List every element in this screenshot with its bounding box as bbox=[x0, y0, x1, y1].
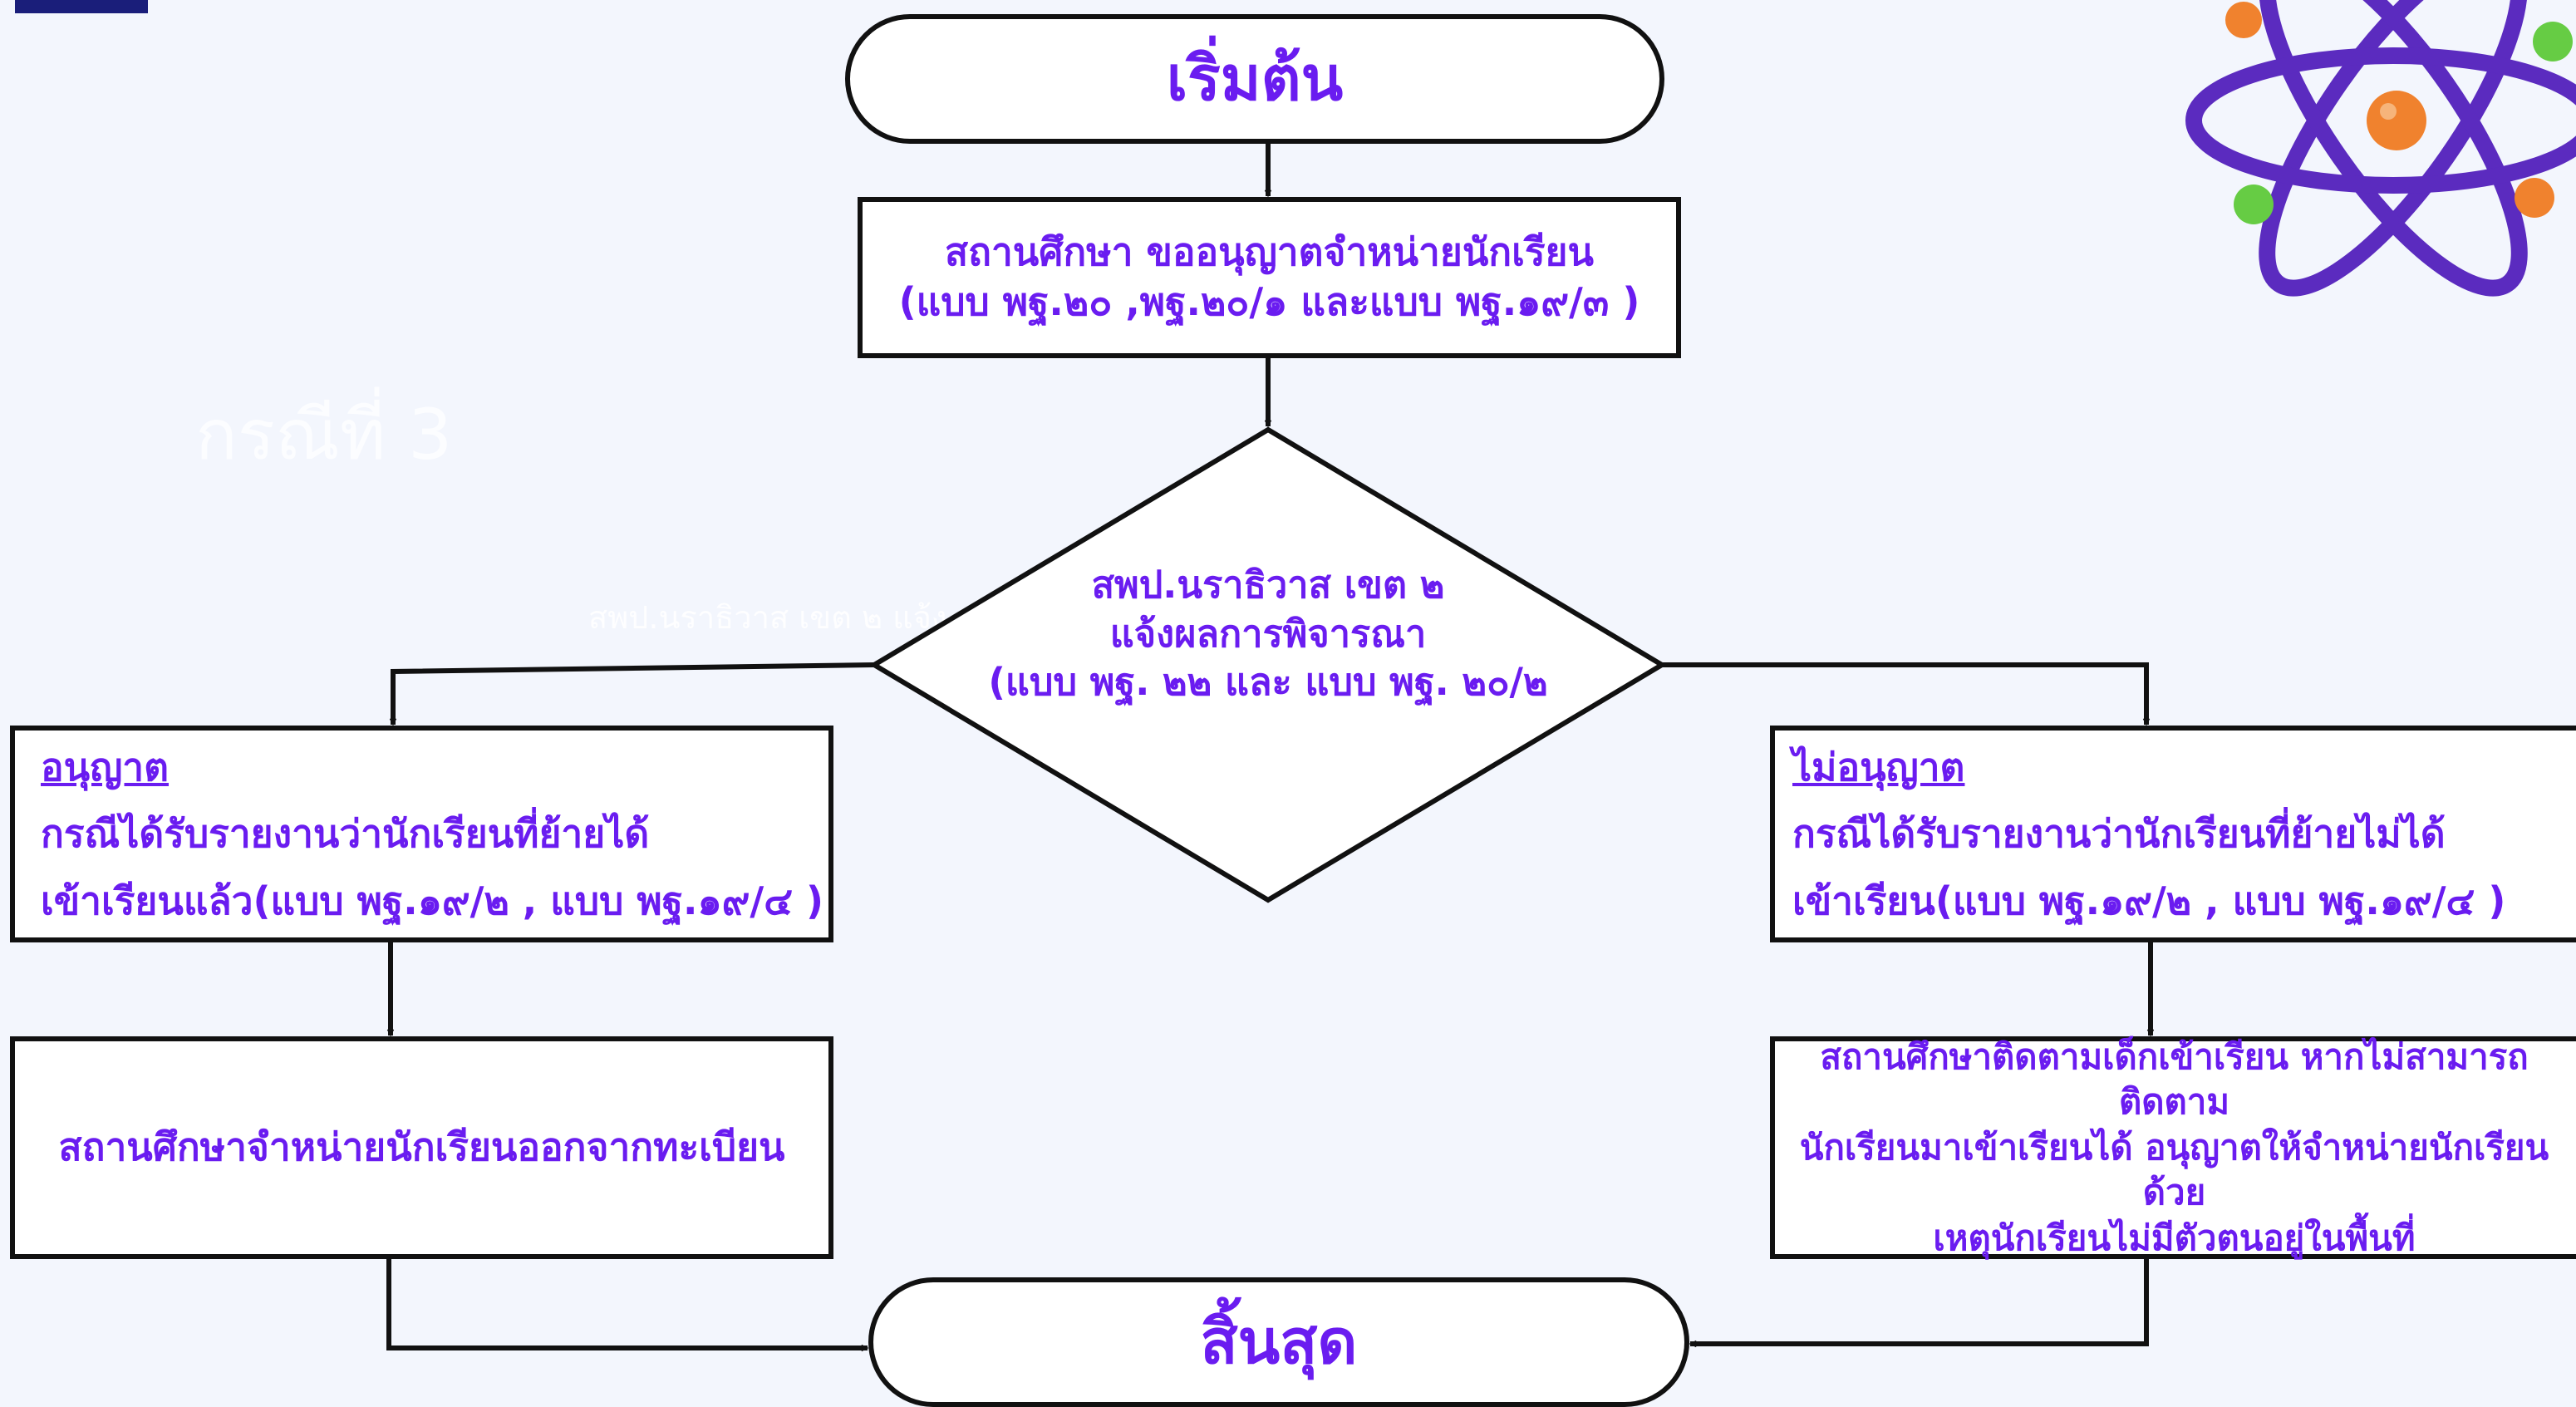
end-node: สิ้นสุด bbox=[871, 1280, 1687, 1405]
follow-up-line-1: สถานศึกษาติดตามเด็กเข้าเรียน หากไม่สามาร… bbox=[1820, 1036, 2529, 1123]
follow-up-line-2: นักเรียนมาเข้าเรียนได้ อนุญาตให้จำหน่ายน… bbox=[1799, 1126, 2549, 1213]
case-label-watermark: กรณีที่ 3 bbox=[195, 394, 453, 475]
connector-follow-up-to-end bbox=[1690, 1257, 2149, 1344]
approved-heading: อนุญาต bbox=[41, 744, 169, 790]
follow-up-process-shape bbox=[1770, 1036, 2576, 1259]
end-label: สิ้นสุด bbox=[1200, 1306, 1358, 1378]
not-approved-process-shape bbox=[1770, 726, 2576, 942]
follow-up-line-3: เหตุนักเรียนไม่มีตัวตนอยู่ในพื้นที่ bbox=[1933, 1217, 2416, 1258]
connector-decision-to-approved bbox=[393, 662, 875, 725]
not-approved-heading: ไม่อนุญาต bbox=[1792, 744, 1965, 790]
approved-line-1: กรณีได้รับรายงานว่านักเรียนที่ย้ายได้ bbox=[41, 811, 650, 857]
connector-decision-to-not-approved bbox=[1662, 662, 2146, 725]
start-node: เริ่มต้น bbox=[848, 17, 1662, 141]
decision-node: สพป.นราธิวาส เขต ๒ แจ้งผลการพิจารณา (แบบ… bbox=[936, 499, 1600, 748]
approved-node: อนุญาต กรณีได้รับรายงานว่านักเรียนที่ย้า… bbox=[12, 728, 831, 940]
follow-up-node: สถานศึกษาติดตามเด็กเข้าเรียน หากไม่สามาร… bbox=[1772, 1036, 2576, 1258]
decision-line-3: (แบบ พฐ. ๒๒ และ แบบ พฐ. ๒๐/๒ bbox=[988, 660, 1548, 704]
request-line-2: (แบบ พฐ.๒๐ ,พฐ.๒๐/๑ และแบบ พฐ.๑๙/๓ ) bbox=[898, 279, 1640, 324]
decision-diamond-shape bbox=[869, 426, 1667, 903]
decision-overlay-watermark: สพป.นราธิวาส เขต ๒ แจ้ง bbox=[588, 599, 947, 636]
request-line-1: สถานศึกษา ขออนุญาตจำหน่ายนักเรียน bbox=[945, 229, 1594, 275]
decision-line-1: สพป.นราธิวาส เขต ๒ bbox=[1091, 563, 1445, 607]
remove-student-process-shape bbox=[10, 1036, 833, 1259]
remove-student-label: สถานศึกษาจำหน่ายนักเรียนออกจากทะเบียน bbox=[58, 1124, 785, 1170]
remove-student-node: สถานศึกษาจำหน่ายนักเรียนออกจากทะเบียน bbox=[12, 1039, 831, 1257]
approved-process-shape bbox=[10, 726, 833, 942]
corner-accent-bar bbox=[15, 0, 148, 13]
connector-remove-to-end bbox=[386, 1257, 868, 1348]
atom-icon bbox=[2185, 0, 2576, 297]
not-approved-node: ไม่อนุญาต กรณีได้รับรายงานว่านักเรียนที่… bbox=[1772, 728, 2576, 940]
request-process-shape bbox=[858, 197, 1681, 358]
request-node: สถานศึกษา ขออนุญาตจำหน่ายนักเรียน (แบบ พ… bbox=[860, 199, 1679, 356]
not-approved-line-2: เข้าเรียน(แบบ พฐ.๑๙/๒ , แบบ พฐ.๑๙/๔ ) bbox=[1792, 878, 2506, 923]
end-terminal-shape bbox=[868, 1277, 1689, 1407]
decision-line-2: แจ้งผลการพิจารณา bbox=[1109, 611, 1427, 656]
not-approved-line-1: กรณีได้รับรายงานว่านักเรียนที่ย้ายไม่ได้ bbox=[1792, 811, 2446, 857]
approved-line-2: เข้าเรียนแล้ว(แบบ พฐ.๑๙/๒ , แบบ พฐ.๑๙/๔ … bbox=[41, 878, 824, 923]
start-terminal-shape bbox=[845, 14, 1664, 144]
start-label: เริ่มต้น bbox=[1166, 43, 1344, 115]
